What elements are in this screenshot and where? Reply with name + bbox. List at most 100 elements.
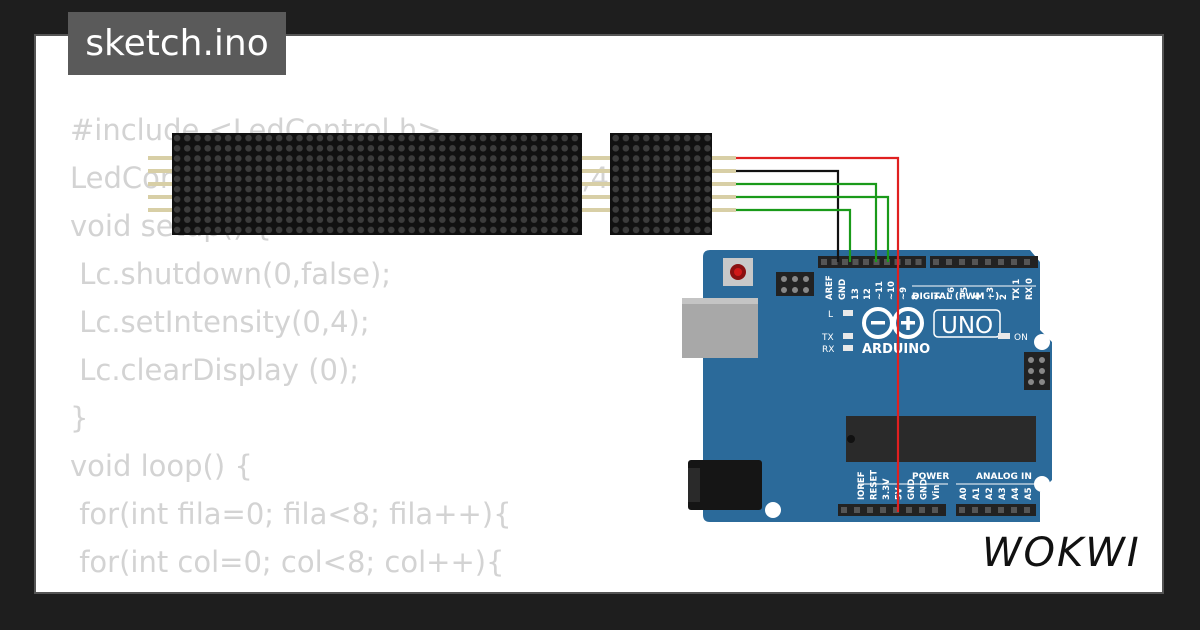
pin-hole[interactable] [905,259,911,265]
pin-label: 12 [863,288,873,300]
led-on-label: ON [1014,333,1028,343]
pin-hole[interactable] [972,507,978,513]
pin-label: 2 [999,294,1009,300]
pin-hole[interactable] [915,259,922,265]
pin-label: ~3 [986,287,996,300]
pin-hole[interactable] [880,507,886,513]
code-line: Lc.setIntensity(0,4); [70,305,370,339]
pin-hole[interactable] [863,259,869,265]
led-l-label: L [828,310,833,320]
code-line: } [70,401,89,435]
led-rx-label: RX [822,345,834,355]
pin-label: RX 0 [1025,278,1035,300]
power-header-label: POWER [912,472,949,482]
pin-hole[interactable] [985,507,991,513]
pin-hole[interactable] [1011,259,1017,265]
pin-label: ~6 [947,287,957,300]
pin-hole[interactable] [1011,507,1017,513]
pin-label: GND [920,479,930,500]
led-matrix-dots [172,133,582,235]
arduino-logo-icon [862,307,924,339]
pin-label: A0 [959,487,969,500]
pin-label: TX 1 [1012,279,1022,300]
pin-label: ~11 [875,281,885,300]
pin-label: A1 [972,487,982,500]
wokwi-logo: WOKWI [982,530,1141,576]
pin-hole[interactable] [946,259,952,265]
pin-hole[interactable] [906,507,912,513]
pin-hole[interactable] [972,259,978,265]
pin-label: A3 [998,487,1008,500]
code-line: Lc.clearDisplay (0); [70,353,360,387]
pin-hole[interactable] [831,259,838,265]
pin-label: A5 [1024,487,1034,500]
wire-din[interactable] [736,182,878,262]
pin-hole[interactable] [893,507,899,513]
code-line: void loop() { [70,449,253,483]
pin-hole[interactable] [841,507,847,513]
pin-hole[interactable] [998,259,1004,265]
pin-hole[interactable] [959,259,965,265]
pin-label: GND [838,279,848,300]
pin-hole[interactable] [1024,259,1030,265]
led-matrix-end-dots [610,133,712,235]
status-leds [843,310,1010,351]
pin-hole[interactable] [919,507,925,513]
code-line: Lc.shutdown(0,false); [70,257,392,291]
wire-vcc[interactable] [736,156,900,512]
pin-hole[interactable] [932,507,938,513]
pin-hole[interactable] [821,259,827,265]
pin-hole[interactable] [933,259,939,265]
analog-header-label: ANALOG IN [976,472,1032,482]
pin-label: 5V [895,487,905,500]
pin-label: ~9 [899,287,909,300]
wokwi-logo-text: WOKWI [982,530,1141,576]
pin-hole[interactable] [985,259,991,265]
pin-label: ~5 [960,287,970,300]
pin-label: AREF [825,275,835,300]
pin-hole[interactable] [998,507,1004,513]
pin-label: 13 [851,288,861,300]
board-model: UNO [941,313,993,339]
pin-label: IOREF [857,471,867,500]
digital-header-label: DIGITAL (PWM ~) [912,292,999,302]
pin-hole[interactable] [842,259,848,265]
pin-label: Vin [932,485,942,500]
pin-label: GND [907,479,917,500]
wires[interactable] [736,156,900,512]
file-tab[interactable]: sketch.ino [68,12,286,75]
reset-button[interactable] [723,258,753,286]
pin-hole[interactable] [854,507,860,513]
pin-hole[interactable] [852,259,859,265]
wire-cs[interactable] [736,195,890,262]
pin-label: RESET [870,470,880,500]
arduino-uno-board[interactable]: ARDUINO UNO L TX RX ON DIGITAL (PWM ~) P… [682,250,1052,522]
pin-label: 8 [911,294,921,300]
pin-label: 3.3V [882,478,892,500]
pin-label: ~10 [887,281,897,300]
icsp-header-right [1024,352,1050,390]
power-jack [688,460,762,510]
code-line: for(int col=0; col<8; col++){ [70,545,505,579]
led-tx-label: TX [821,333,834,343]
pin-hole[interactable] [959,507,965,513]
led-matrix-group[interactable] [172,133,712,235]
pin-label: 7 [934,294,944,300]
arduino-brand: ARDUINO [862,342,930,357]
pin-label: A4 [1011,487,1021,500]
matrix-input-pins [148,156,736,212]
usb-port [682,298,758,358]
code-line: for(int fila=0; fila<8; fila++){ [70,497,512,531]
icsp-header [776,272,814,296]
atmega-chip [846,416,1036,462]
pin-label: A2 [985,487,995,500]
pin-hole[interactable] [1024,507,1030,513]
wire-clk[interactable] [736,208,852,262]
pin-hole[interactable] [867,507,873,513]
wire-gnd[interactable] [736,169,840,262]
pin-label: 4 [973,294,983,300]
